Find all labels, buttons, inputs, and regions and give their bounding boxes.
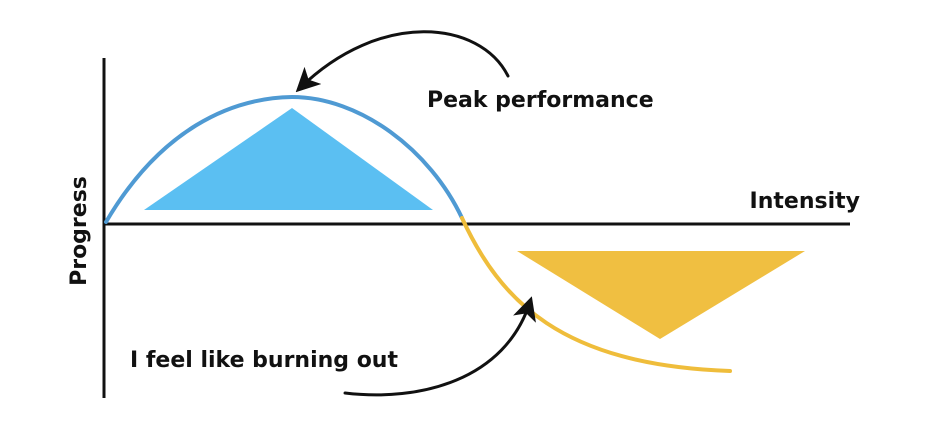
peak-performance-label: Peak performance (427, 88, 654, 113)
y-axis-label: Progress (67, 176, 92, 286)
burnout-zone-triangle (517, 251, 805, 339)
performance-curve-falling (460, 216, 732, 373)
peak-arrow (295, 30, 510, 93)
burnout-label: I feel like burning out (130, 348, 398, 373)
x-axis-label: Intensity (750, 189, 860, 214)
performance-curve-rising (104, 94, 464, 224)
burnout-arrow (343, 296, 536, 397)
peak-zone-triangle (144, 108, 433, 210)
